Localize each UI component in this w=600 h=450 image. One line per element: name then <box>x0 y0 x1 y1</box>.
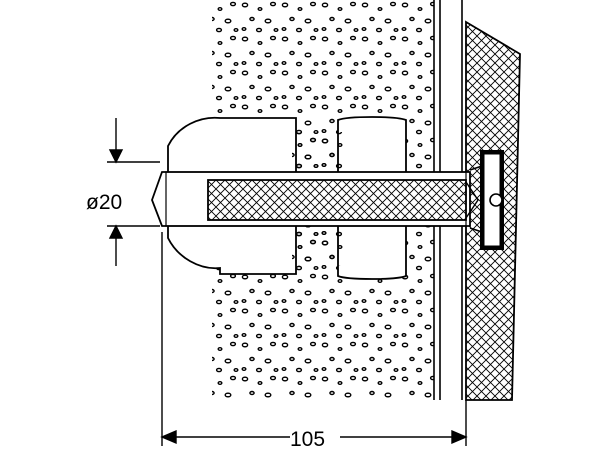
diameter-label: ø20 <box>86 191 122 214</box>
anchor-core <box>207 179 467 221</box>
length-label: 105 <box>290 428 325 450</box>
length-dimension <box>160 232 468 446</box>
diameter-dimension <box>107 118 160 266</box>
anchor-head <box>465 150 504 250</box>
